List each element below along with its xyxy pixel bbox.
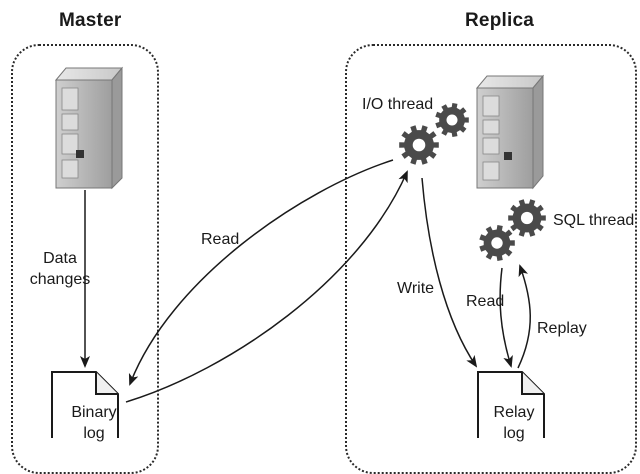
binary-log-label-line2: log	[83, 425, 105, 442]
replication-diagram	[51, 66, 546, 438]
binary-log-label-line1: Binary	[71, 404, 117, 421]
relay-log-label-line2: log	[503, 425, 525, 442]
sql-read-arrow	[499, 267, 513, 368]
master-title: Master	[55, 10, 126, 32]
io-gear-large-icon	[399, 125, 439, 165]
data-changes-label-line2: changes	[29, 271, 91, 288]
write-arrow	[421, 177, 478, 368]
read-label-master: Read	[201, 231, 240, 248]
read-response-arrow	[125, 170, 408, 403]
read-request-arrow	[128, 159, 394, 386]
replay-arrow	[517, 264, 531, 369]
write-label: Write	[397, 280, 435, 297]
relay-log-label-line1: Relay	[493, 404, 535, 421]
replica-server-icon	[475, 74, 545, 190]
sql-thread-label: SQL thread	[553, 212, 635, 229]
relay-log-icon	[477, 371, 545, 438]
io-gear-small-icon	[435, 103, 469, 137]
binary-log-icon	[51, 371, 119, 438]
data-changes-label: Data changes	[24, 248, 96, 290]
data-changes-label-line1: Data	[43, 250, 77, 267]
replay-label: Replay	[537, 320, 587, 337]
replica-title: Replica	[461, 10, 538, 32]
master-server-icon	[54, 66, 124, 190]
sql-gear-small-icon	[479, 225, 515, 261]
sql-gear-large-icon	[508, 199, 546, 237]
io-thread-label: I/O thread	[362, 96, 434, 113]
read-label-replica: Read	[466, 293, 505, 310]
